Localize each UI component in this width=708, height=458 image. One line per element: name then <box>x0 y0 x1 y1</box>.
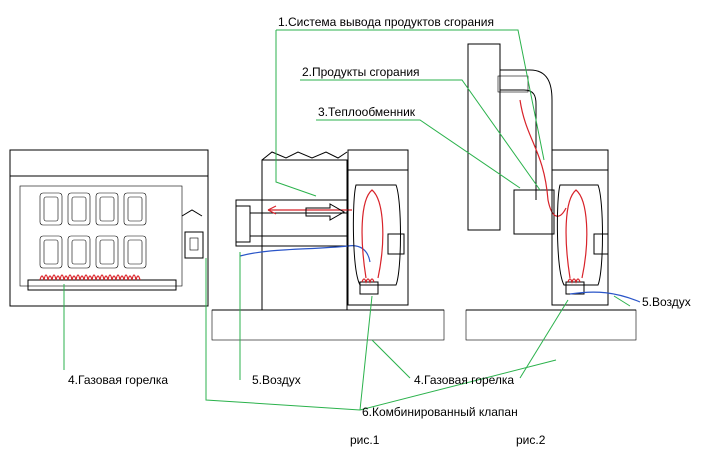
leader-lines <box>63 29 631 411</box>
label-combustion-products: 2.Продукты сгорания <box>302 65 420 79</box>
heater-front-view <box>9 149 209 307</box>
caption-figure-1: рис.1 <box>350 433 380 447</box>
label-gas-burner-left: 4.Газовая горелка <box>68 373 168 387</box>
label-heat-exchanger: 3.Теплообменник <box>318 105 416 119</box>
label-air-left: 5.Воздух <box>252 373 301 387</box>
label-flue-system: 1.Система вывода продуктов сгорания <box>278 15 494 29</box>
labels: 1.Система вывода продуктов сгорания 2.Пр… <box>68 15 691 447</box>
label-gas-burner-right: 4.Газовая горелка <box>414 373 514 387</box>
caption-figure-2: рис.2 <box>516 433 546 447</box>
figure-2-chimney-install <box>465 43 641 341</box>
figure-1-wall-install <box>211 149 445 341</box>
label-air-right: 5.Воздух <box>642 295 691 309</box>
label-combined-valve: 6.Комбинированный клапан <box>362 405 518 419</box>
